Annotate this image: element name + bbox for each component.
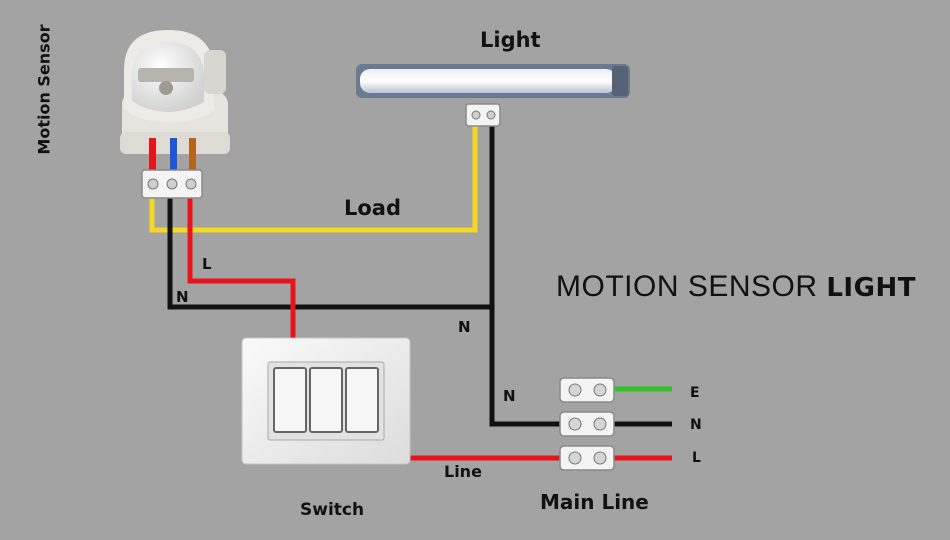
main-line-terminal [559,377,615,471]
neutral-label-sensor: N [176,288,189,306]
light-neutral-wire [489,124,562,427]
light-label: Light [480,28,541,52]
motion-sensor-label: Motion Sensor [34,24,54,155]
light-fixture [356,64,630,127]
main-line-label: Main Line [540,490,649,514]
neutral-label-main: N [503,387,516,405]
load-wire [149,124,478,233]
earth-terminal-label: E [690,385,700,401]
sensor-live-wire [187,196,296,376]
line-label: Line [444,462,482,481]
motion-sensor-device [120,30,230,199]
neutral-label-junction: N [458,318,471,336]
neutral-terminal-label: N [690,417,702,433]
switch-plate [241,337,411,465]
diagram-title: MOTION SENSOR LIGHT [556,270,916,304]
title-part-1: MOTION SENSOR [556,270,818,303]
sensor-neutral-wire [167,196,492,310]
live-terminal-label: L [692,450,701,466]
switch-label: Switch [300,500,365,520]
load-label: Load [344,196,402,220]
live-label-sensor: L [202,255,212,273]
title-part-2: LIGHT [826,273,916,303]
